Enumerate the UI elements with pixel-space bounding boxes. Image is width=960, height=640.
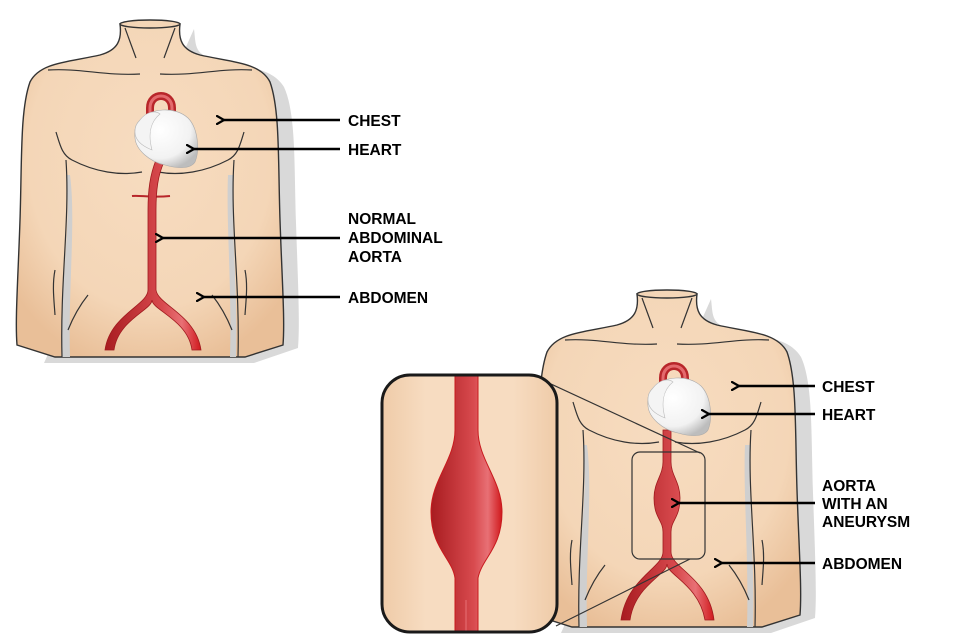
label-chest: CHEST	[348, 113, 401, 130]
label-aorta-line1: NORMAL	[348, 211, 416, 228]
heart-lobe	[134, 111, 161, 151]
aneurysm-aorta	[620, 362, 715, 621]
normal-torso-figure	[15, 19, 300, 364]
inset-frame	[380, 373, 559, 634]
normal-labels: CHEST HEART NORMAL ABDOMINAL AORTA ABDOM…	[163, 113, 443, 307]
aneurysm-torso-figure	[532, 289, 817, 634]
aneurysm-inset	[380, 373, 559, 634]
label-heart: HEART	[822, 407, 876, 424]
torso-body	[532, 289, 817, 634]
label-abdomen: ABDOMEN	[822, 556, 902, 573]
normal-aorta	[104, 92, 202, 351]
torso-body	[15, 19, 300, 364]
label-aorta-line3: ANEURYSM	[822, 514, 910, 531]
label-chest: CHEST	[822, 379, 875, 396]
label-abdomen: ABDOMEN	[348, 290, 428, 307]
aneurysm-labels: CHEST HEART AORTA WITH AN ANEURYSM ABDOM…	[679, 379, 910, 573]
zoom-connector-lines	[537, 377, 701, 627]
heart-lobe	[647, 379, 674, 419]
label-aorta-line2: ABDOMINAL	[348, 230, 443, 247]
label-aorta-line2: WITH AN	[822, 496, 888, 513]
label-heart: HEART	[348, 142, 402, 159]
zoom-region-box	[631, 451, 706, 560]
label-aorta-line1: AORTA	[822, 478, 876, 495]
aneurysm-bulge	[430, 375, 503, 632]
label-aorta-line3: AORTA	[348, 249, 402, 266]
